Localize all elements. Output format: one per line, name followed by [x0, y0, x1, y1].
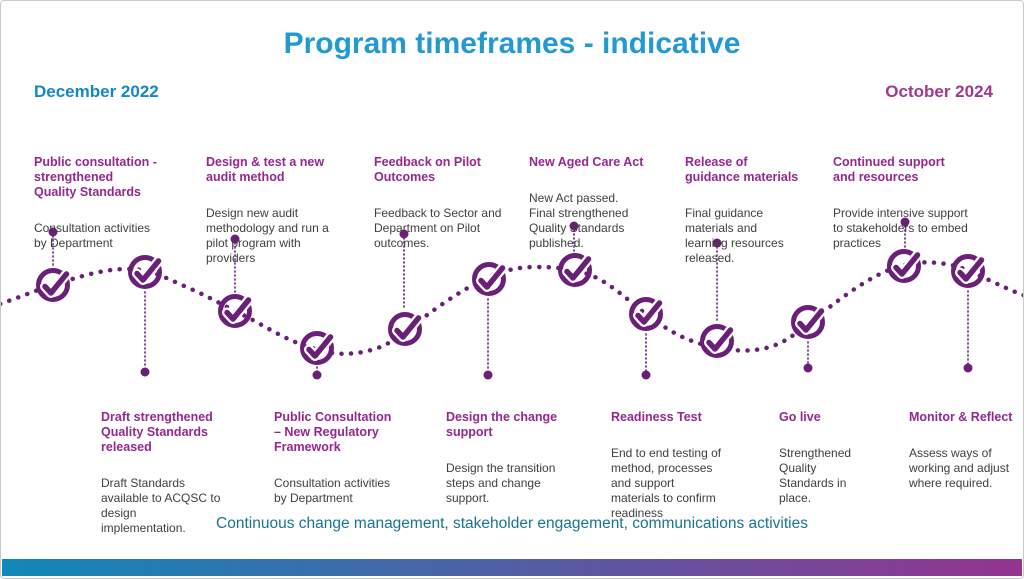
check-circle-icon [632, 300, 661, 329]
bottom-gradient-bar [2, 559, 1022, 576]
milestone-new-aged-care-act: New Aged Care Act New Act passed. Final … [529, 137, 674, 269]
milestone-description: New Act passed. Final strengthened Quali… [529, 191, 629, 250]
milestone-draft-standards-released: Draft strengthened Quality Standards rel… [101, 392, 241, 554]
milestone-description: Draft Standards available to ACQSC to de… [101, 476, 221, 535]
milestone-description: Strengthened Quality Standards in place. [779, 446, 852, 505]
milestone-description: Consultation activities by Department [34, 221, 151, 250]
milestone-description: Provide intensive support to stakeholder… [833, 206, 968, 250]
timeline-dotted-wave [1, 260, 1023, 356]
check-circle-icon [703, 327, 732, 356]
milestone-description: Design new audit methodology and run a p… [206, 206, 329, 265]
check-circle-icon [221, 297, 250, 326]
connector-dot [803, 363, 813, 373]
milestone-feedback-pilot-outcomes: Feedback on Pilot Outcomes Feedback to S… [374, 137, 534, 269]
milestone-go-live: Go live Strengthened Quality Standards i… [779, 392, 889, 524]
milestone-description: Design the transition steps and change s… [446, 461, 556, 505]
milestone-monitor-reflect: Monitor & Reflect Assess ways of working… [909, 392, 1021, 509]
milestone-description: Final guidance materials and learning re… [685, 206, 784, 265]
milestone-description: Feedback to Sector and Department on Pil… [374, 206, 502, 250]
milestone-title: Feedback on Pilot Outcomes [374, 155, 481, 184]
milestone-title: Public consultation - strengthened Quali… [34, 155, 157, 199]
timeline-start-label: December 2022 [34, 82, 159, 101]
timeline-end-label: October 2024 [885, 82, 993, 101]
milestone-title: Design the change support [446, 410, 558, 439]
check-circle-icon [39, 271, 68, 300]
milestone-design-change-support: Design the change support Design the tra… [446, 392, 596, 524]
page-title: Program timeframes - indicative [283, 27, 741, 60]
milestone-public-consultation-framework: Public Consultation – New Regulatory Fra… [274, 392, 424, 524]
milestone-title: New Aged Care Act [529, 155, 644, 169]
connector-dot [312, 370, 322, 380]
check-circle-icon [391, 315, 420, 344]
check-circle-icon [794, 308, 823, 337]
milestone-continued-support-resources: Continued support and resources Provide … [833, 137, 1013, 269]
milestone-public-consultation-standards: Public consultation - strengthened Quali… [34, 137, 199, 269]
milestone-title: Go live [779, 410, 821, 424]
check-circle-icon [303, 334, 332, 363]
milestone-readiness-test: Readiness Test End to end testing of met… [611, 392, 761, 539]
connector-dot [963, 363, 973, 373]
milestone-title: Monitor & Reflect [909, 410, 1013, 424]
milestone-title: Draft strengthened Quality Standards rel… [101, 410, 213, 454]
milestone-description: Consultation activities by Department [274, 476, 391, 505]
milestone-title: Release of guidance materials [685, 155, 799, 184]
milestone-title: Continued support and resources [833, 155, 945, 184]
milestone-title: Readiness Test [611, 410, 702, 424]
connector-dot [641, 370, 651, 380]
milestone-release-guidance-materials: Release of guidance materials Final guid… [685, 137, 825, 284]
milestone-title: Design & test a new audit method [206, 155, 325, 184]
milestone-design-test-audit-method: Design & test a new audit method Design … [206, 137, 366, 284]
milestone-title: Public Consultation – New Regulatory Fra… [274, 410, 392, 454]
milestone-description: Assess ways of working and adjust where … [909, 446, 1010, 490]
connector-dot [483, 370, 493, 380]
milestone-description: End to end testing of method, processes … [611, 446, 722, 520]
continuous-activities-note: Continuous change management, stakeholde… [216, 515, 808, 532]
connector-dot [140, 367, 150, 377]
